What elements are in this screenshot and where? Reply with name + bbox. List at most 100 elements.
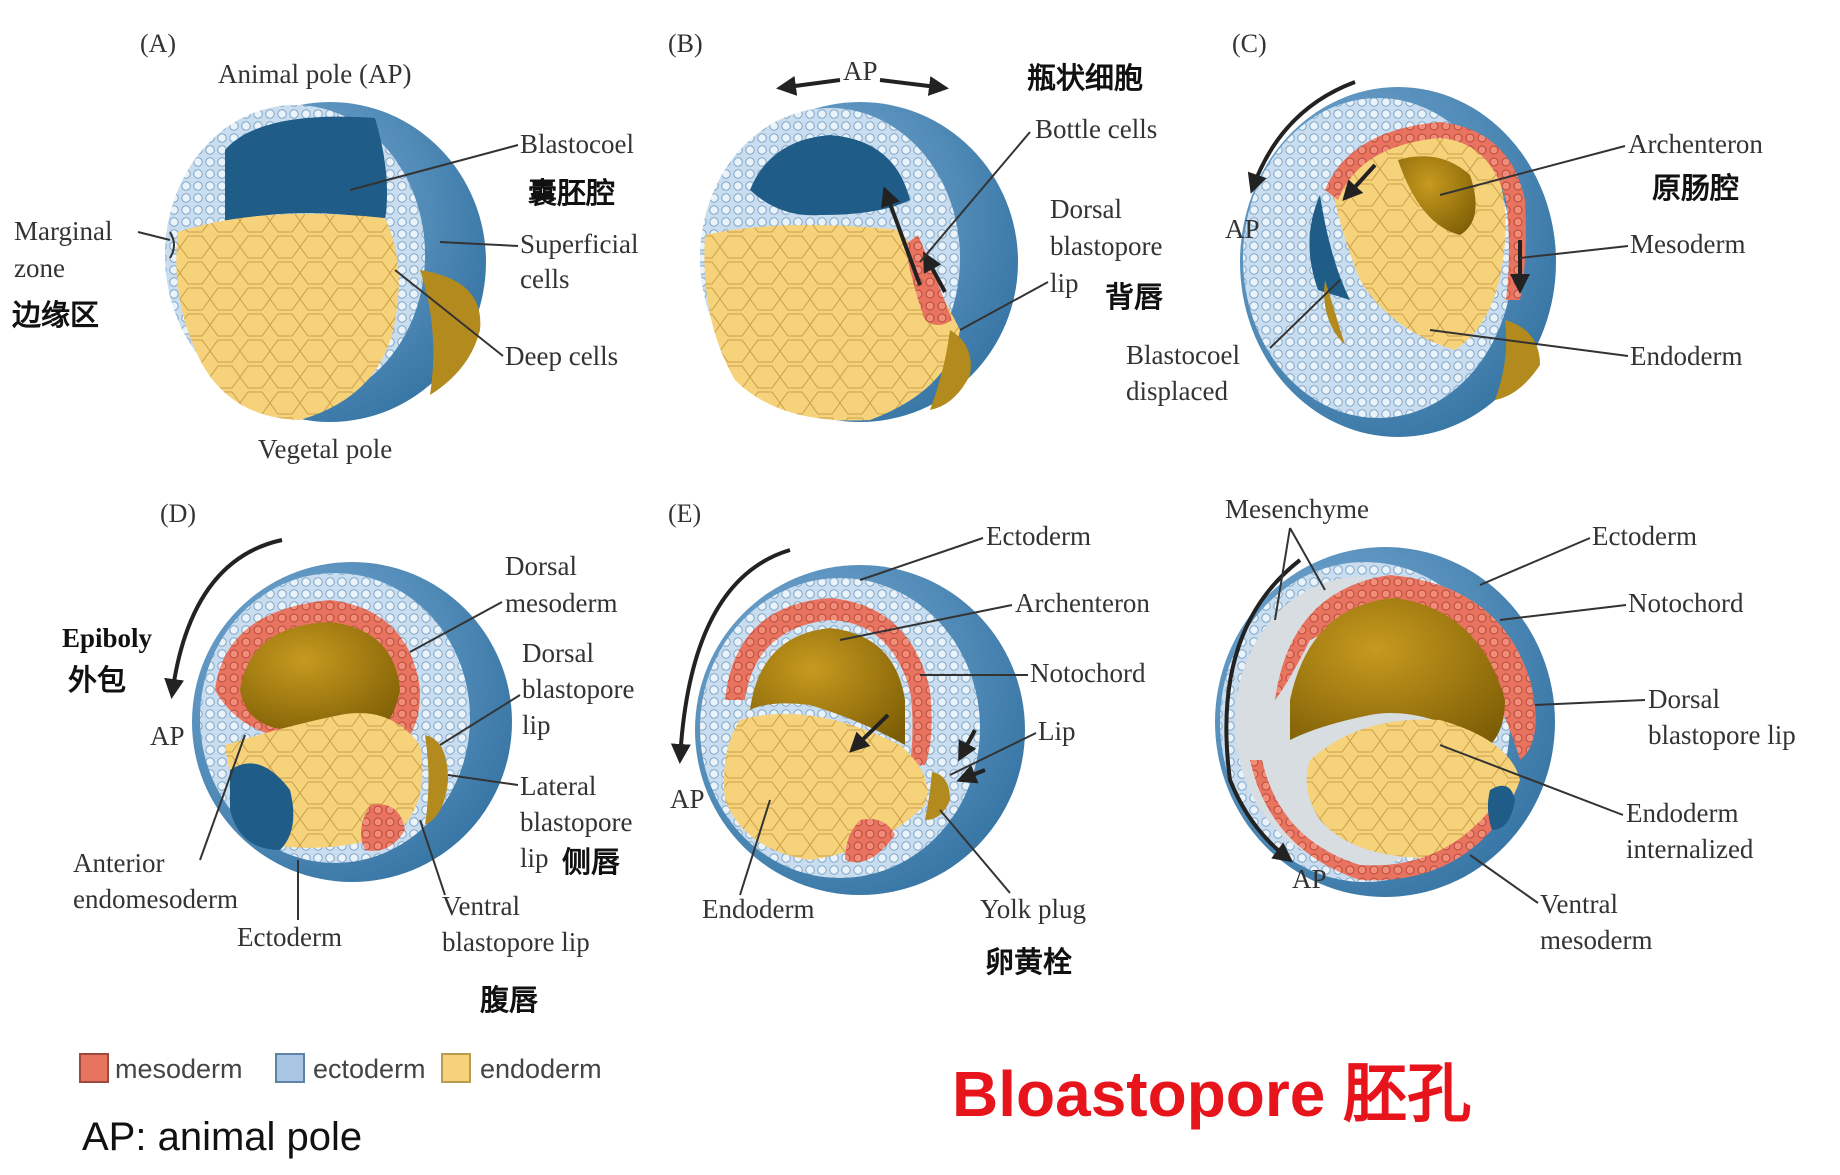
ventral-mesoderm-f — [1250, 760, 1500, 881]
label-dorsal-lip-d-3: lip — [522, 710, 551, 740]
label-ectoderm-d: Ectoderm — [237, 922, 342, 952]
panel-e-tag: (E) — [668, 499, 701, 528]
label-ap-e: AP — [670, 784, 705, 814]
label-notochord-f: Notochord — [1628, 588, 1744, 618]
label-archenteron-e: Archenteron — [1015, 588, 1150, 618]
label-dorsal-b-2: blastopore — [1050, 231, 1162, 261]
label-lateral-1: Lateral — [520, 771, 596, 801]
label-epiboly: Epiboly — [62, 623, 153, 653]
label-notochord-e: Notochord — [1030, 658, 1146, 688]
leader-dorsal-b — [959, 281, 1049, 331]
arrow-c-rotation — [1247, 80, 1356, 194]
legend-swatch-mesoderm — [79, 1053, 109, 1083]
leader-dorsal-f — [1534, 699, 1646, 706]
label-lateral-3: lip — [520, 843, 549, 873]
label-epiboly-cn: 外包 — [68, 663, 126, 697]
leader-ectoderm-e — [859, 537, 984, 581]
blastocoel-d — [230, 763, 294, 850]
legend-label-endoderm: endoderm — [480, 1054, 602, 1084]
leader-mesoderm-c — [1519, 245, 1629, 259]
label-endo-f-1: Endoderm — [1626, 798, 1738, 828]
endoderm-f — [1306, 719, 1520, 858]
label-marginal-cn: 边缘区 — [12, 298, 99, 332]
note-ap: AP: animal pole — [82, 1115, 362, 1159]
arrow-b-1 — [881, 186, 922, 286]
blastocoel-a — [225, 116, 388, 222]
leader-notochord-f — [1499, 604, 1627, 621]
label-ectoderm-f: Ectoderm — [1592, 521, 1697, 551]
leader-dorsal-lip-d — [439, 694, 521, 746]
label-endoderm-e: Endoderm — [702, 894, 814, 924]
label-dorsal-b-3: lip — [1050, 268, 1079, 298]
archenteron-e — [750, 628, 905, 745]
arrow-f-rotation — [1224, 558, 1302, 863]
label-vegetal-pole: Vegetal pole — [258, 434, 392, 464]
arrow-e-2 — [958, 729, 977, 762]
label-ventral-d-1: Ventral — [442, 891, 520, 921]
leader-deep-cells — [394, 269, 504, 357]
dorsal-lip-d — [425, 735, 448, 825]
panel-c: (C) AP Archenteron 原肠腔 Mesoderm Blastoco… — [1126, 29, 1763, 437]
label-blastocoel-cn: 囊胚腔 — [528, 176, 615, 210]
leader-archenteron-c — [1439, 145, 1626, 196]
label-ap-f: AP — [1292, 864, 1327, 894]
label-archenteron-cn: 原肠腔 — [1652, 171, 1739, 205]
leader-ectoderm-f — [1479, 537, 1591, 586]
leader-endoderm-e — [739, 799, 771, 896]
label-blastocoel-c-1: Blastocoel — [1126, 340, 1240, 370]
blastocoel-b — [750, 135, 910, 216]
panel-b-tag: (B) — [668, 29, 703, 58]
label-bottle-cells: Bottle cells — [1035, 114, 1157, 144]
panel-c-tag: (C) — [1232, 29, 1267, 58]
legend-swatch-endoderm — [441, 1053, 471, 1083]
label-marginal-2: zone — [14, 253, 65, 283]
panel-f: Mesenchyme Ectoderm Notochord Dorsal bla… — [1215, 494, 1796, 955]
label-superficial-2: cells — [520, 264, 569, 294]
label-animal-pole: Animal pole (AP) — [218, 59, 411, 89]
leader-dorsal-meso-d — [409, 601, 503, 653]
leader-anterior — [199, 734, 246, 861]
leader-mesenchyme — [1274, 527, 1326, 621]
label-dorsal-f-1: Dorsal — [1648, 684, 1720, 714]
label-superficial-1: Superficial — [520, 229, 638, 259]
bottle-cells-b — [905, 235, 952, 325]
leader-endoderm-c — [1429, 329, 1629, 357]
blastocoel-displaced-c — [1324, 280, 1345, 345]
archenteron-d — [240, 622, 400, 731]
label-ap-b: AP — [843, 56, 878, 86]
blastopore-f — [1487, 785, 1515, 830]
leader-blastocoel-a — [349, 144, 519, 191]
panel-d: (D) Epiboly 外包 AP Dorsal mesoderm Dorsal… — [62, 499, 634, 1017]
label-marginal-1: Marginal — [14, 216, 112, 246]
leader-ventral-f — [1469, 854, 1539, 904]
legend-swatch-ectoderm — [275, 1053, 305, 1083]
blastocoel-c — [1309, 195, 1350, 300]
leader-endo-f — [1439, 744, 1624, 816]
label-ap-d: AP — [150, 721, 185, 751]
label-dorsal-b-1: Dorsal — [1050, 194, 1122, 224]
label-endoderm-c: Endoderm — [1630, 341, 1742, 371]
label-blastocoel-a: Blastocoel — [520, 129, 634, 159]
label-yolk-plug: Yolk plug — [980, 894, 1086, 924]
yolk-cells-b — [704, 225, 960, 421]
label-ventral-f-1: Ventral — [1540, 889, 1618, 919]
label-bottle-cn: 瓶状细胞 — [1027, 61, 1143, 95]
label-dorsal-meso-d-1: Dorsal — [505, 551, 577, 581]
panel-a: (A) Animal pole (AP) Blastocoel 囊胚腔 Marg… — [12, 29, 638, 464]
panel-a-tag: (A) — [140, 29, 176, 58]
arrow-e-1 — [849, 713, 890, 753]
label-dorsal-cn: 背唇 — [1105, 280, 1163, 314]
label-ventral-d-2: blastopore lip — [442, 927, 590, 957]
label-dorsal-meso-d-2: mesoderm — [505, 588, 617, 618]
label-archenteron-c: Archenteron — [1628, 129, 1763, 159]
label-dorsal-f-2: blastopore lip — [1648, 720, 1796, 750]
label-mesenchyme: Mesenchyme — [1225, 494, 1369, 524]
label-lip-e: Lip — [1038, 716, 1076, 746]
archenteron-c — [1398, 156, 1476, 235]
leader-lip-e — [949, 732, 1037, 776]
leader-archenteron-e — [839, 604, 1013, 641]
ap-arrow-left — [776, 75, 841, 96]
label-anterior-2: endomesoderm — [73, 884, 238, 914]
